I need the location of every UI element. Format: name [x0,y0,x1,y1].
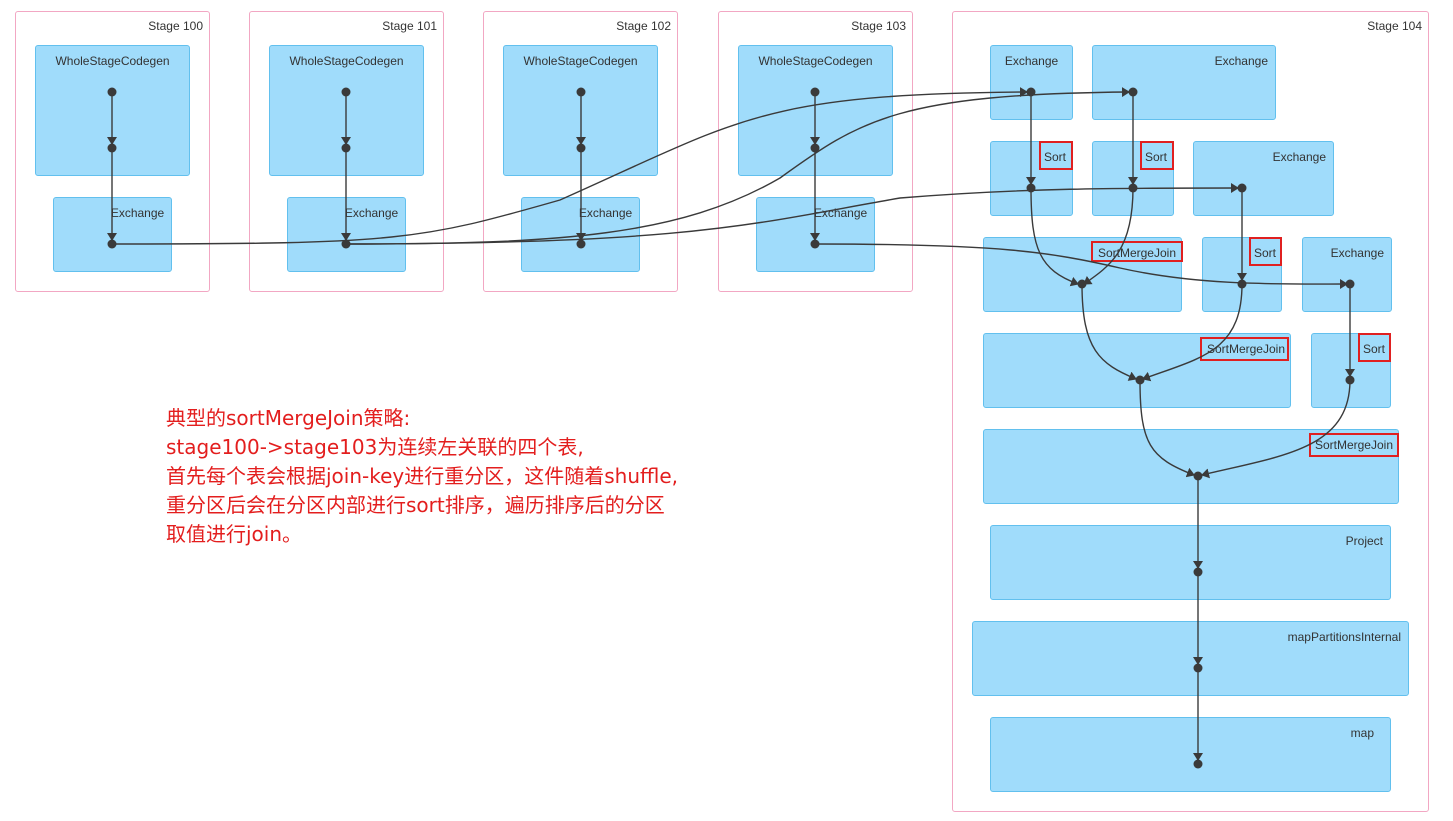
node-dot [1237,183,1247,193]
stage-title: Stage 102 [616,19,671,33]
edge [345,183,1239,245]
annotation-text: 典型的sortMergeJoin策略: stage100->stage103为连… [166,404,678,549]
node-dot [341,87,351,97]
node-label: SortMergeJoin [1097,246,1176,260]
node-dot [1077,279,1087,289]
node-dot [1345,375,1355,385]
node-dot [576,239,586,249]
node-dot [576,87,586,97]
node-dot [1237,279,1247,289]
exchange-node-b[interactable]: Exchange [1092,45,1276,120]
node-dot [1128,183,1138,193]
annotation-line: stage100->stage103为连续左关联的四个表, [166,435,584,459]
node-dot [810,143,820,153]
project-node[interactable]: Project [990,525,1391,600]
node-label: Sort [1253,246,1276,260]
node-dot [107,239,117,249]
node-dot [341,143,351,153]
edge [345,87,1130,245]
edge [1030,187,1079,287]
node-label: WholeStageCodegen [758,54,873,68]
edge [1142,283,1243,382]
node-dot [1026,87,1036,97]
node-label: SortMergeJoin [1206,342,1285,356]
node-label: WholeStageCodegen [289,54,404,68]
node-dot [810,239,820,249]
node-label: WholeStageCodegen [55,54,170,68]
wsc-node-103[interactable]: WholeStageCodegen [738,45,893,176]
stage-title: Stage 101 [382,19,437,33]
node-label: Project [1345,534,1383,548]
node-dot [1026,183,1036,193]
stage-title: Stage 104 [1367,19,1422,33]
edge [1139,379,1195,478]
edge [1081,283,1137,381]
edge [111,87,1028,245]
node-label: SortMergeJoin [1314,438,1393,452]
node-label: Exchange [1004,54,1059,68]
node-label: map [1350,726,1374,740]
stage-title: Stage 100 [148,19,203,33]
node-label: Exchange [1272,150,1326,164]
edge [1083,187,1134,285]
node-label: Exchange [110,206,165,220]
exchange-node-d[interactable]: Exchange [1302,237,1392,312]
stage-title: Stage 103 [851,19,906,33]
node-label: Sort [1362,342,1385,356]
node-dot [1193,471,1203,481]
node-label: Sort [1043,150,1066,164]
map-node[interactable]: map [990,717,1391,792]
node-label: Exchange [1330,246,1384,260]
node-label: WholeStageCodegen [523,54,638,68]
annotation-line: 首先每个表会根据join-key进行重分区，这件随着shuffle, [166,464,679,488]
node-dot [810,87,820,97]
node-label: Exchange [1214,54,1268,68]
mappartitionsinternal-node[interactable]: mapPartitionsInternal [972,621,1409,696]
node-dot [1193,759,1203,769]
node-dot [107,87,117,97]
sortmergejoin-node-3[interactable]: SortMergeJoin [983,429,1399,504]
node-dot [341,239,351,249]
edge [1201,379,1351,479]
node-dot [576,143,586,153]
node-dot [1128,87,1138,97]
node-label: Exchange [344,206,399,220]
sortmergejoin-node-2[interactable]: SortMergeJoin [983,333,1291,408]
sort-node-d[interactable]: Sort [1311,333,1391,408]
node-label: mapPartitionsInternal [1287,630,1401,644]
annotation-line: 取值进行join。 [166,522,303,546]
node-label: Exchange [813,206,868,220]
sortmergejoin-node-1[interactable]: SortMergeJoin [983,237,1182,312]
node-dot [1193,663,1203,673]
node-dot [107,143,117,153]
annotation-line: 重分区后会在分区内部进行sort排序，遍历排序后的分区 [166,493,665,517]
node-label: Exchange [578,206,633,220]
exchange-node-c[interactable]: Exchange [1193,141,1334,216]
node-label: Sort [1144,150,1167,164]
edge [814,243,1348,290]
node-dot [1345,279,1355,289]
node-dot [1135,375,1145,385]
annotation-line: 典型的sortMergeJoin策略: [166,406,411,430]
node-dot [1193,567,1203,577]
